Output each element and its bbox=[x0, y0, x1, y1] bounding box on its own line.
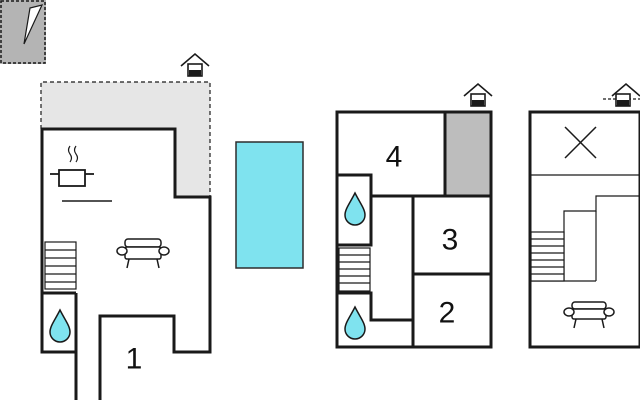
sofa-icon bbox=[116, 238, 170, 269]
swimming-pool bbox=[235, 141, 304, 269]
house-entrance-icon bbox=[463, 82, 493, 107]
water-drop-icon bbox=[49, 308, 71, 343]
stairs-icon bbox=[530, 231, 565, 282]
first-floor: 4 3 2 bbox=[335, 82, 493, 349]
water-drop-icon bbox=[344, 305, 366, 340]
terrace bbox=[41, 82, 210, 197]
water-drop-icon bbox=[344, 191, 366, 226]
shaded-room bbox=[445, 112, 491, 196]
second-floor-walls bbox=[528, 110, 640, 349]
second-floor bbox=[528, 82, 640, 349]
stairs-icon bbox=[44, 241, 77, 290]
cross-icon bbox=[564, 126, 597, 159]
sofa-icon bbox=[563, 301, 615, 329]
room-label-1: 1 bbox=[126, 343, 143, 376]
ground-floor-walls bbox=[40, 127, 212, 400]
house-entrance-icon bbox=[180, 52, 210, 77]
ground-floor: 1 bbox=[40, 52, 212, 400]
room-label-3: 3 bbox=[442, 224, 459, 257]
room-label-2: 2 bbox=[439, 297, 456, 330]
stairs-icon bbox=[338, 247, 371, 292]
room-label-4: 4 bbox=[386, 141, 403, 174]
cooking-pot-icon bbox=[50, 145, 112, 202]
house-entrance-icon bbox=[603, 82, 640, 107]
north-arrow-icon bbox=[0, 0, 46, 64]
